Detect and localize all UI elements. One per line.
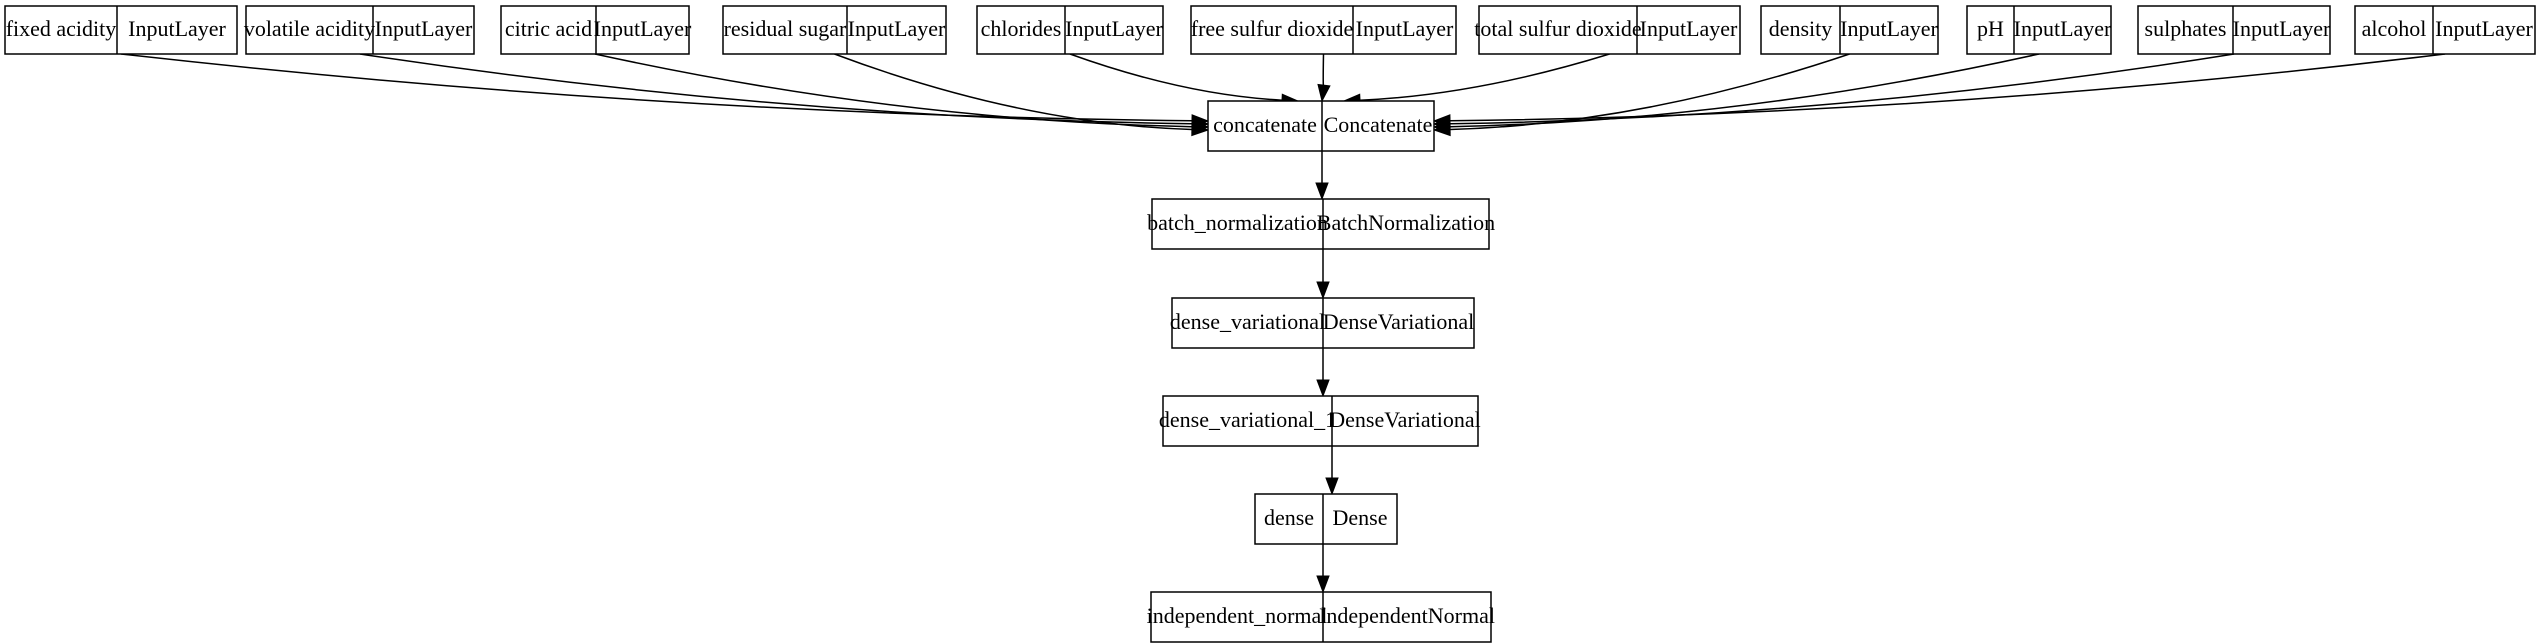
layer-name-label: density bbox=[1769, 16, 1833, 41]
layer-name-label: total sulfur dioxide bbox=[1474, 16, 1641, 41]
layer-type-label: DenseVariational bbox=[1329, 407, 1481, 432]
edge-density-to-concatenate bbox=[1449, 53, 1850, 131]
layer-name-label: alcohol bbox=[2362, 16, 2427, 41]
node-box bbox=[2137, 5, 2331, 55]
layer-name-label: concatenate bbox=[1213, 112, 1317, 137]
node-box bbox=[976, 5, 1164, 55]
node-box bbox=[1966, 5, 2112, 55]
arrowhead bbox=[1315, 182, 1329, 201]
node-concatenate: concatenate Concatenate bbox=[1207, 100, 1435, 152]
edge-volatile-acidity-to-concatenate bbox=[359, 53, 1193, 125]
layer-type-label: InputLayer bbox=[128, 16, 226, 41]
edge-total-sulfur-dioxide-to-concatenate bbox=[1359, 53, 1610, 102]
layer-type-label: Concatenate bbox=[1324, 112, 1433, 137]
layer-type-label: InputLayer bbox=[1840, 16, 1938, 41]
layer-name-label: residual sugar bbox=[724, 16, 847, 41]
edge-residual-sugar-to-concatenate bbox=[834, 53, 1193, 131]
node-box bbox=[1478, 5, 1741, 55]
layer-type-label: DenseVariational bbox=[1323, 309, 1475, 334]
node-box bbox=[1150, 591, 1492, 643]
layer-type-label: InputLayer bbox=[594, 16, 692, 41]
layer-name-label: citric acid bbox=[505, 16, 592, 41]
edge-free-sulfur-dioxide-to-concatenate bbox=[1322, 53, 1325, 88]
layer-name-label: dense_variational_1 bbox=[1159, 407, 1336, 432]
node-box bbox=[1254, 493, 1398, 545]
layer-name-label: fixed acidity bbox=[6, 16, 117, 41]
layer-name-label: dense_variational bbox=[1170, 309, 1325, 334]
layer-type-label: InputLayer bbox=[2233, 16, 2331, 41]
arrowhead bbox=[1316, 575, 1330, 594]
node-box bbox=[2354, 5, 2536, 55]
arrowhead bbox=[1316, 379, 1330, 398]
arrowhead bbox=[1316, 281, 1330, 300]
layer-type-label: InputLayer bbox=[2435, 16, 2533, 41]
node-box bbox=[1207, 100, 1435, 152]
node-density: density InputLayer bbox=[1760, 5, 1939, 55]
node-box bbox=[1162, 395, 1479, 447]
arrowhead bbox=[1325, 477, 1339, 496]
layer-type-label: Dense bbox=[1333, 505, 1388, 530]
edge-chlorides-to-concatenate bbox=[1069, 53, 1283, 101]
layer-type-label: InputLayer bbox=[2014, 16, 2112, 41]
layer-name-label: batch_normalization bbox=[1147, 210, 1328, 235]
layer-name-label: sulphates bbox=[2145, 16, 2227, 41]
node-box bbox=[1760, 5, 1939, 55]
node-box bbox=[500, 5, 690, 55]
edge-sulphates-to-concatenate bbox=[1449, 53, 2235, 125]
edge-alcohol-to-concatenate bbox=[1449, 53, 2446, 122]
node-dense: dense Dense bbox=[1254, 493, 1398, 545]
layer-name-label: dense bbox=[1264, 505, 1314, 530]
node-box bbox=[4, 5, 238, 55]
layer-type-label: InputLayer bbox=[1640, 16, 1738, 41]
layer-type-label: IndependentNormal bbox=[1319, 603, 1495, 628]
node-box bbox=[1151, 198, 1490, 250]
node-alcohol: alcohol InputLayer bbox=[2354, 5, 2536, 55]
layer-type-label: BatchNormalization bbox=[1317, 210, 1495, 235]
layer-type-label: InputLayer bbox=[1356, 16, 1454, 41]
node-ph: pH InputLayer bbox=[1966, 5, 2112, 55]
layer-name-label: pH bbox=[1977, 16, 2004, 41]
layer-type-label: InputLayer bbox=[848, 16, 946, 41]
layer-name-label: chlorides bbox=[981, 16, 1062, 41]
edge-ph-to-concatenate bbox=[1449, 53, 2040, 128]
layer-name-label: independent_normal bbox=[1147, 603, 1328, 628]
layer-name-label: free sulfur dioxide bbox=[1191, 16, 1354, 41]
node-box bbox=[1190, 5, 1457, 55]
node-box bbox=[722, 5, 947, 55]
layer-type-label: InputLayer bbox=[1065, 16, 1163, 41]
edge-fixed-acidity-to-concatenate bbox=[120, 53, 1193, 122]
node-fixed-acidity: fixed acidity InputLayer bbox=[4, 5, 238, 55]
layer-type-label: InputLayer bbox=[375, 16, 473, 41]
layer-name-label: volatile acidity bbox=[244, 16, 375, 41]
edges bbox=[120, 53, 2446, 594]
node-box bbox=[245, 5, 475, 55]
